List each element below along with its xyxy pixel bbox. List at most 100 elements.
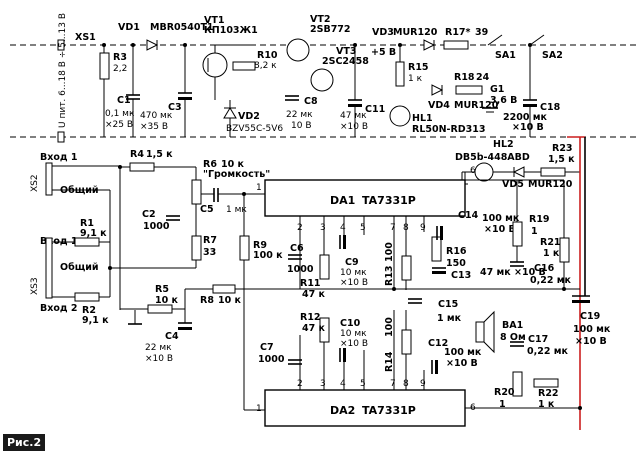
- r21-ref: R21: [540, 237, 561, 248]
- r9-resistor: [239, 235, 250, 261]
- c7-value: 1000: [258, 354, 285, 365]
- c16-value: 0,22 мк: [530, 275, 572, 286]
- c18-ref: C18: [540, 102, 561, 113]
- da1-chip: [264, 179, 466, 217]
- ba1-value: 8 Ом: [500, 332, 526, 343]
- r19-resistor: [512, 221, 523, 247]
- vd3-part: MUR120: [393, 27, 438, 38]
- g1-value: 3,6 В: [490, 95, 517, 106]
- hl2-led: [474, 162, 494, 182]
- r21-value: 1 к: [543, 248, 560, 259]
- c9-value: 10 мк: [340, 268, 367, 278]
- da1-pin-1: 1: [256, 183, 262, 193]
- c14-ref: C14: [458, 210, 479, 221]
- c11-ref: C11: [365, 104, 385, 115]
- r12-resistor: [319, 317, 330, 343]
- vt2-part: 2SB772: [310, 24, 351, 35]
- c1-value: 0,1 мк: [105, 109, 135, 119]
- r13-resistor: [401, 255, 412, 281]
- c8-rating: 10 В: [291, 121, 312, 131]
- r3-ref: R3: [113, 52, 127, 63]
- c12-ref: C12: [428, 338, 448, 349]
- ba1-speaker: [475, 321, 485, 343]
- ba1-ref: BA1: [502, 320, 523, 331]
- c14-rating: ×10 В: [484, 224, 516, 235]
- c3-rating: ×35 В: [140, 122, 168, 132]
- vd1-part: MBR0540T1: [150, 22, 214, 33]
- r6-value: 10 к: [221, 159, 245, 170]
- r7-value: 33: [203, 247, 216, 258]
- c4-value: 22 мк: [145, 343, 172, 353]
- c6-value: 1000: [287, 264, 314, 275]
- r23-value: 1,5 к: [548, 154, 575, 165]
- vt3-part: 2SC2458: [322, 56, 369, 67]
- r8-value: 10 к: [218, 295, 242, 306]
- da1-pin-4: 4: [340, 223, 346, 233]
- c4-ref: C4: [165, 331, 179, 342]
- c12-rating: ×10 В: [446, 358, 478, 369]
- da2-pin-1: 1: [256, 404, 262, 414]
- c2-value: 1000: [143, 221, 170, 232]
- sa1-switch: [487, 34, 503, 46]
- xs3-common-label: Общий: [60, 262, 99, 273]
- da2-pin-9: 9: [420, 379, 426, 389]
- r5-resistor: [147, 304, 173, 314]
- vd5-part: MUR120: [528, 179, 573, 190]
- r17-resistor: [443, 40, 469, 50]
- da2-pin-7: 7: [390, 379, 396, 389]
- r16-resistor: [431, 236, 442, 262]
- vd5-diode-symbol: [512, 166, 525, 178]
- c19-rating: ×10 В: [575, 336, 607, 347]
- r2-ref: R2: [82, 305, 96, 316]
- r9-ref: R9: [253, 240, 267, 251]
- c1-rating: ×25 В: [105, 120, 133, 130]
- c9-rating: ×10 В: [340, 278, 368, 288]
- vt1-part: КП103Ж1: [204, 25, 258, 36]
- xs1-pin-top: [57, 39, 65, 51]
- c15-ref: C15: [438, 299, 458, 310]
- c12-value: 100 мк: [444, 347, 482, 358]
- c8-value: 22 мк: [286, 110, 313, 120]
- r19-ref: R19: [529, 214, 550, 225]
- r18-ref: R18: [454, 72, 475, 83]
- vd2-ref: VD2: [238, 111, 260, 122]
- r1-value: 9,1 к: [80, 228, 107, 239]
- g1-ref: G1: [490, 84, 504, 95]
- c10-value: 10 мк: [340, 329, 367, 339]
- c7-ref: C7: [260, 342, 274, 353]
- r16-value: 150: [446, 258, 466, 269]
- c3-ref: C3: [168, 102, 182, 113]
- r6-potentiometer: [191, 179, 202, 205]
- vd3-ref: VD3: [372, 27, 394, 38]
- c10-ref: C10: [340, 318, 361, 329]
- c13-ref: C13: [451, 270, 471, 281]
- r3-resistor: [99, 52, 110, 80]
- supply-voltage-label: U пит. 6...18 В ÷ 5...13 В: [58, 13, 68, 128]
- r1-ref: R1: [80, 218, 94, 229]
- r15-resistor: [395, 61, 405, 87]
- c17-ref: C17: [528, 334, 548, 345]
- vt2-ref: VT2: [310, 14, 330, 25]
- vd1-ref: VD1: [118, 22, 140, 33]
- r23-resistor: [540, 167, 566, 177]
- r8-resistor: [212, 284, 236, 294]
- vd5-ref: VD5: [502, 179, 524, 190]
- c10-rating: ×10 В: [340, 339, 368, 349]
- da1-pin-7: 7: [390, 223, 396, 233]
- xs1-pin-bottom: [57, 131, 65, 143]
- r22-value: 1 к: [538, 399, 555, 410]
- r21-resistor: [559, 237, 570, 263]
- c11-value: 47 мк: [340, 111, 367, 121]
- r15-ref: R15: [408, 62, 429, 73]
- r23-ref: R23: [552, 143, 573, 154]
- vd2-zener: [223, 107, 237, 119]
- r1-resistor: [74, 237, 100, 247]
- r10-resistor: [232, 61, 256, 71]
- r12-value: 47 к: [302, 323, 326, 334]
- r12-ref: R12: [300, 312, 321, 323]
- c18-value: 2200 мк: [503, 112, 548, 123]
- c1-ref: C1: [117, 95, 131, 106]
- c5-value: 1 мк: [226, 205, 247, 215]
- da2-pin-3: 3: [320, 379, 326, 389]
- r4-value: 1,5 к: [146, 149, 173, 160]
